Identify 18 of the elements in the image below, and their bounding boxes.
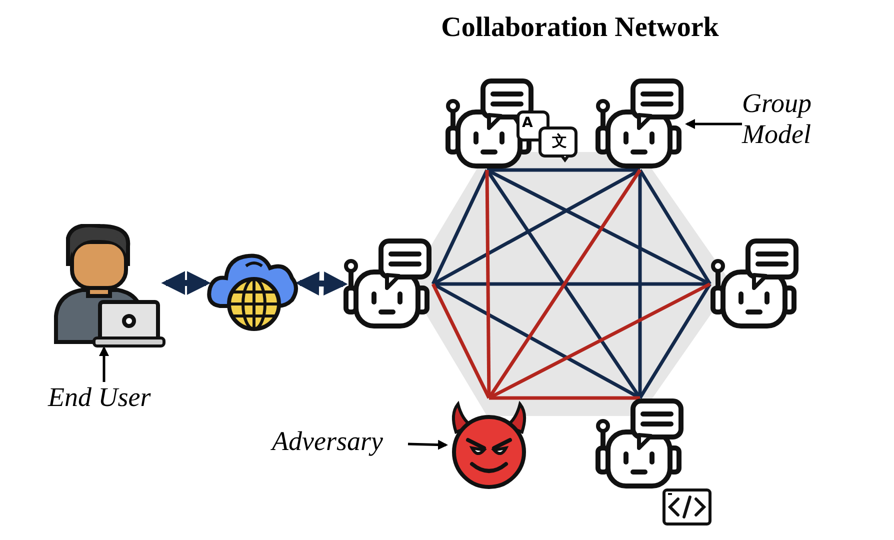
diagram-title: Collaboration Network: [440, 12, 720, 44]
arrow: [161, 271, 211, 295]
node-label: Group Model: [742, 88, 813, 150]
network-link: [487, 168, 640, 172]
arrow: [295, 271, 348, 296]
network-link: [489, 396, 640, 400]
network-link: [431, 283, 491, 399]
icon-glyph-label: 文: [552, 134, 567, 149]
arrow: [408, 440, 448, 450]
node-label: End User: [48, 382, 152, 414]
arrow: [99, 346, 109, 382]
arrow: [685, 119, 742, 129]
node-label: Adversary: [272, 426, 384, 458]
network-link: [638, 170, 642, 398]
icon-glyph-label: A: [522, 116, 533, 130]
network-link: [431, 169, 489, 285]
network-link: [638, 169, 712, 285]
network-link: [638, 283, 712, 399]
